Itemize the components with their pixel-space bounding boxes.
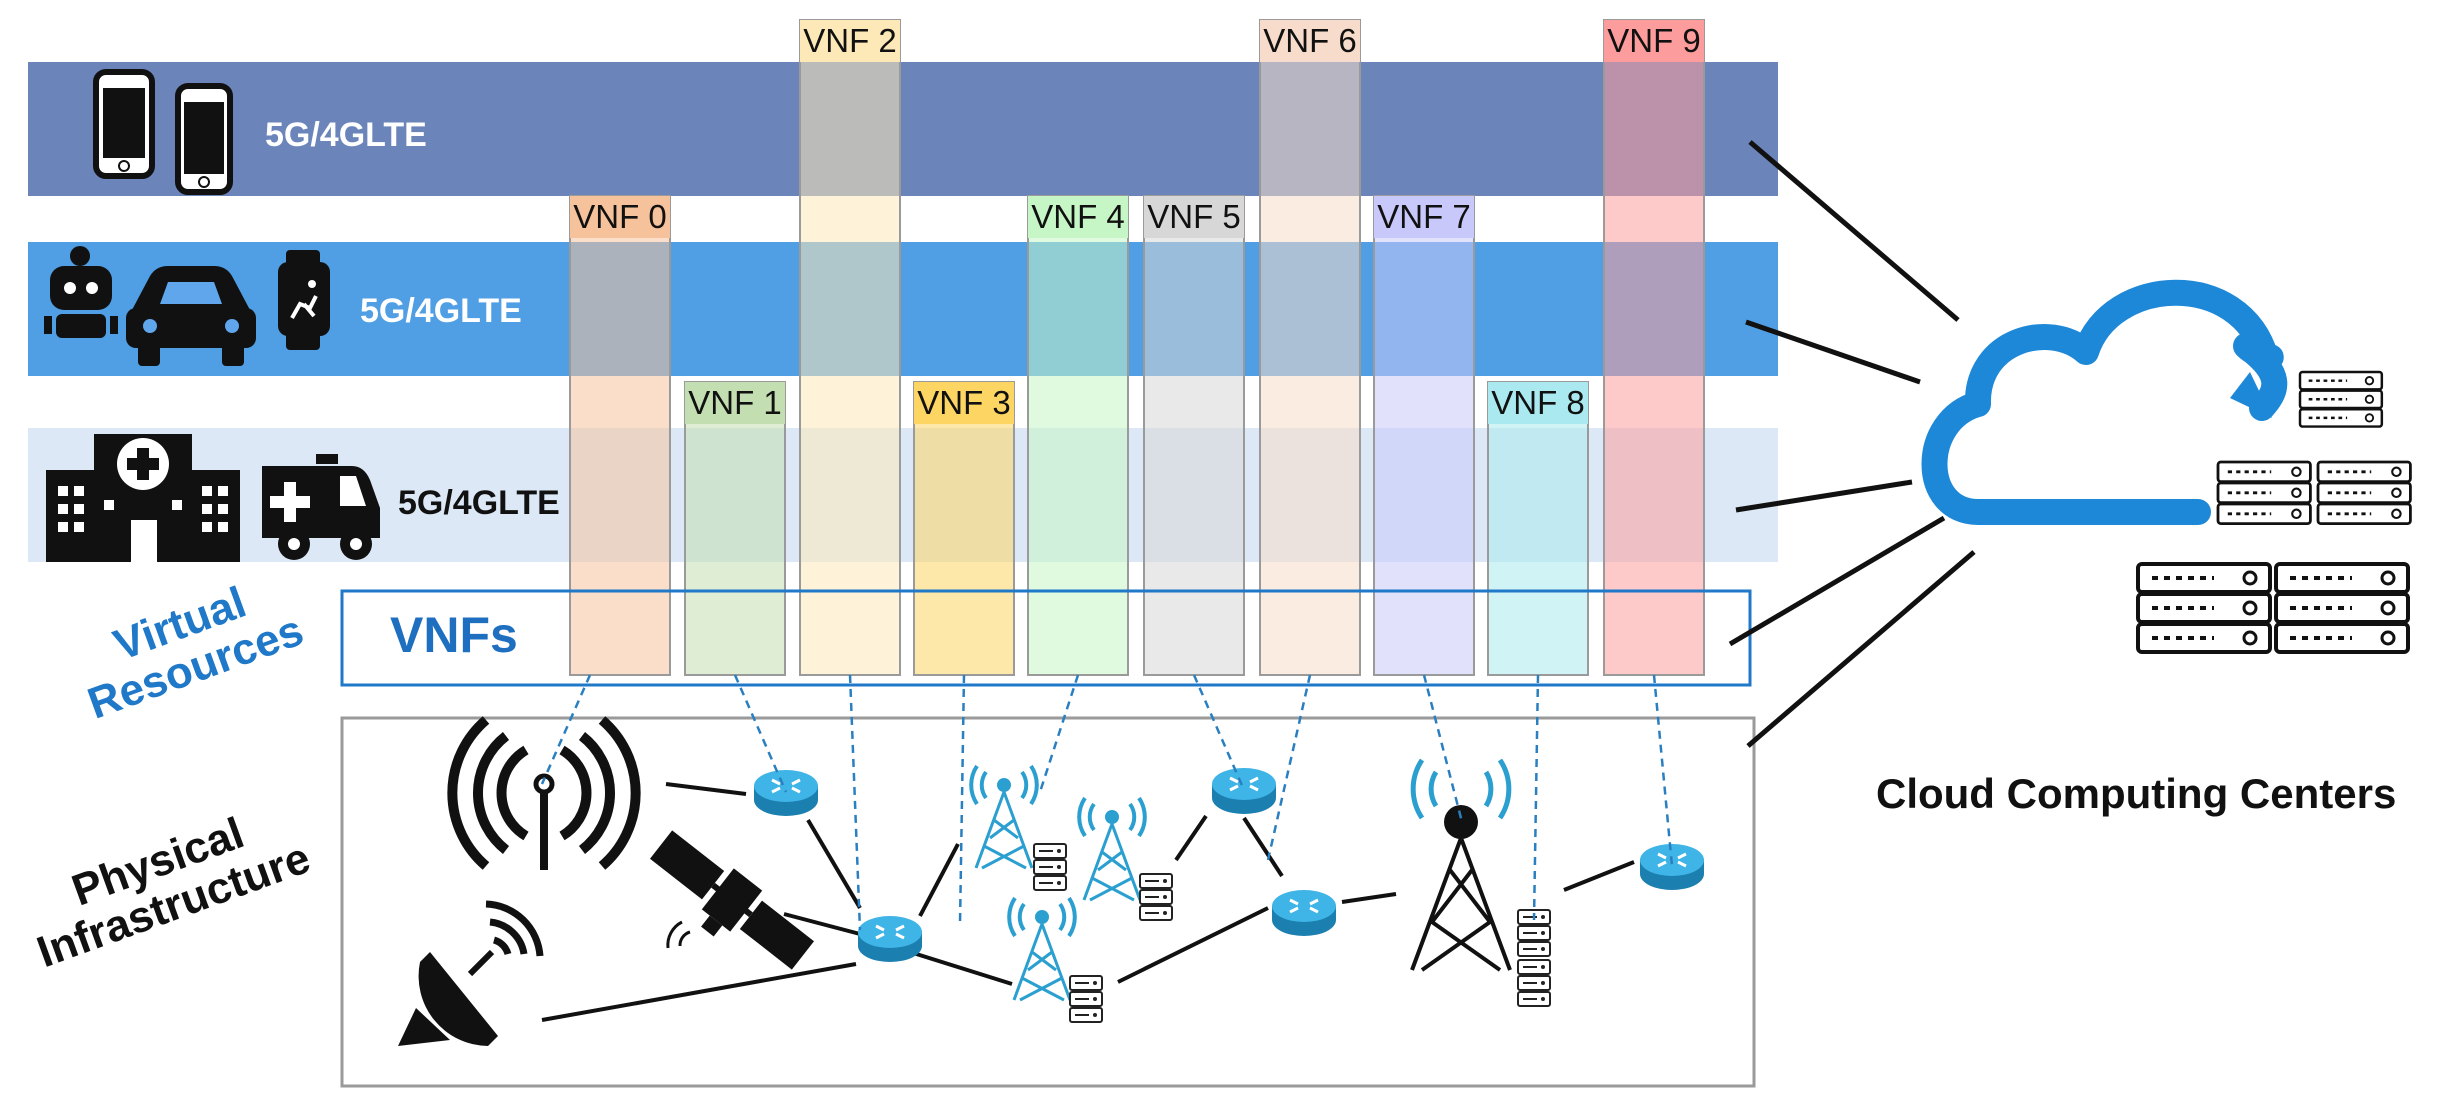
cell-tower-icon xyxy=(1077,796,1147,902)
smartphone-icon xyxy=(93,69,155,179)
cell-tower-icon xyxy=(1410,758,1512,972)
router-icon xyxy=(1210,766,1278,816)
vnf-column-9 xyxy=(1603,19,1705,676)
vnfs-label: VNFs xyxy=(390,607,518,663)
robot-icon xyxy=(44,246,118,338)
vnf-mapping-line-7 xyxy=(1422,674,1464,823)
server-icon xyxy=(1069,975,1103,1023)
vnf-mapping-line-6 xyxy=(1266,674,1312,861)
cloud-computing-centers-label: Cloud Computing Centers xyxy=(1876,770,2397,817)
hospital-icon xyxy=(46,434,240,562)
router-icon xyxy=(1638,842,1706,892)
cloud-links xyxy=(1728,140,1976,748)
vnf-mapping-line-0 xyxy=(540,674,592,785)
vnf-column-3 xyxy=(913,381,1015,676)
vnf-mapping-line-9 xyxy=(1652,674,1674,867)
vnf-label-9: VNF 9 xyxy=(1607,22,1701,59)
server-icon xyxy=(1517,909,1551,1007)
server-icon xyxy=(1139,873,1173,921)
vnf-column-8 xyxy=(1487,381,1589,676)
smartwatch-icon xyxy=(278,250,330,350)
router-icon xyxy=(752,768,820,818)
vnf-mapping-line-4 xyxy=(1038,674,1080,793)
vnf-label-0: VNF 0 xyxy=(573,198,667,235)
vnf-label-4: VNF 4 xyxy=(1031,198,1125,235)
vnf-column-1 xyxy=(684,381,786,676)
vnf-mapping-line-5 xyxy=(1192,674,1246,791)
radio-antenna-icon xyxy=(447,716,641,870)
ambulance-icon xyxy=(262,454,380,560)
server-icon xyxy=(1033,843,1067,891)
physical-infrastructure-frame xyxy=(340,716,1756,1088)
vnf-mapping-line-3 xyxy=(958,674,966,925)
router-icon xyxy=(1270,888,1338,938)
vnf-label-3: VNF 3 xyxy=(917,384,1011,421)
vnf-column-6 xyxy=(1259,19,1361,676)
router-icon xyxy=(856,914,924,964)
vnf-column-4 xyxy=(1027,195,1129,676)
layer-label-3: 5G/4GLTE xyxy=(398,484,560,522)
physical-links xyxy=(541,782,1635,1022)
vnf-column-0 xyxy=(569,195,671,676)
layer-label-2: 5G/4GLTE xyxy=(360,292,522,330)
vnf-mapping-line-8 xyxy=(1532,674,1540,921)
vnf-column-7 xyxy=(1373,195,1475,676)
cloud-icon xyxy=(1921,279,2288,525)
vnf-label-6: VNF 6 xyxy=(1263,22,1357,59)
smartphone-icon xyxy=(175,83,233,195)
cell-tower-icon xyxy=(969,764,1039,870)
vnf-label-2: VNF 2 xyxy=(803,22,897,59)
vnf-mapping-line-2 xyxy=(848,674,862,931)
network-layer-band-1 xyxy=(28,62,1778,196)
cell-tower-icon xyxy=(1007,896,1077,1002)
vnf-column-2 xyxy=(799,19,901,676)
vnf-label-5: VNF 5 xyxy=(1147,198,1241,235)
car-icon xyxy=(126,266,256,366)
satellite-icon xyxy=(649,830,815,970)
satellite-dish-icon xyxy=(398,900,544,1046)
vnf-column-5 xyxy=(1143,195,1245,676)
vnf-label-1: VNF 1 xyxy=(688,384,782,421)
vnf-label-8: VNF 8 xyxy=(1491,384,1585,421)
vnf-label-7: VNF 7 xyxy=(1377,198,1471,235)
layer-label-1: 5G/4GLTE xyxy=(265,116,427,154)
vnfs-box xyxy=(340,589,1752,687)
vnf-mapping-line-1 xyxy=(733,674,788,793)
